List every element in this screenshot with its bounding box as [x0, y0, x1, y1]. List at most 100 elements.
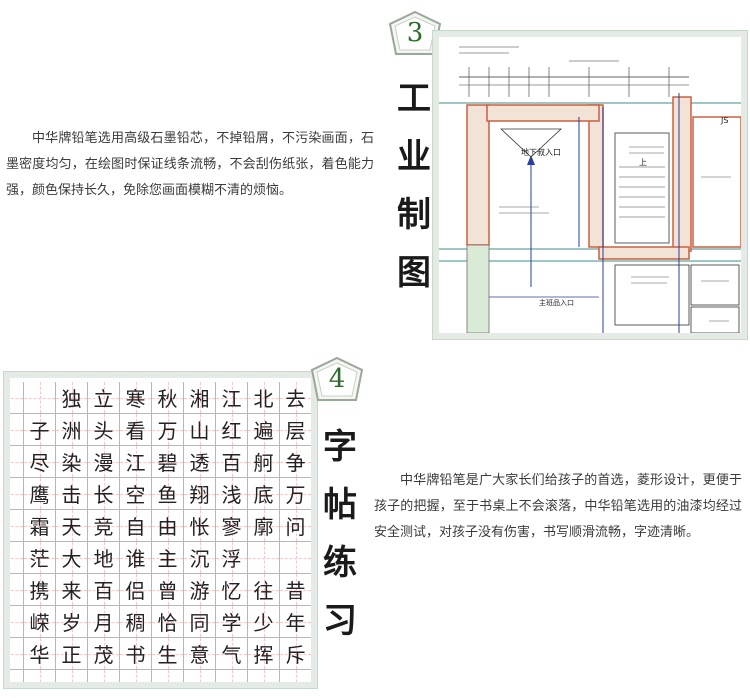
- copybook-char: 年: [285, 611, 306, 635]
- section4-title: 字 帖 练 习: [320, 418, 360, 650]
- title-char: 工: [397, 79, 431, 119]
- copybook-cell: [10, 670, 24, 682]
- copybook-cell: 茂: [88, 638, 120, 670]
- title-char: 制: [397, 195, 431, 235]
- copybook-char: 生: [157, 643, 178, 667]
- copybook-cell: 百: [216, 446, 248, 478]
- copybook-cell: 岁: [56, 606, 88, 638]
- copybook-char: 独: [61, 387, 82, 411]
- copybook-char: 湘: [189, 387, 210, 411]
- copybook-cell: 学: [216, 606, 248, 638]
- copybook-cell: 看: [120, 414, 152, 446]
- copybook-char: 北: [253, 387, 274, 411]
- copybook-char: 大: [61, 547, 82, 571]
- copybook-cell: 嵘: [24, 606, 56, 638]
- copybook-char: 竞: [93, 515, 114, 539]
- copybook-cell: 气: [216, 638, 248, 670]
- copybook-char: 沉: [189, 547, 210, 571]
- copybook-cell: 鹰: [24, 478, 56, 510]
- copybook-char: 华: [29, 643, 50, 667]
- copybook-char: 昔: [285, 579, 306, 603]
- copybook-char: 意: [189, 643, 210, 667]
- copybook-char: 来: [61, 579, 82, 603]
- copybook-cell: 生: [152, 638, 184, 670]
- drawing-label: 上: [639, 158, 647, 167]
- copybook-cell: 年: [280, 606, 311, 638]
- copybook-cell: 忆: [216, 574, 248, 606]
- copybook-cell: [10, 638, 24, 670]
- copybook-char: 谁: [125, 547, 146, 571]
- copybook-char: 岁: [61, 611, 82, 635]
- copybook-char: 浅: [221, 483, 242, 507]
- engineering-drawing: 地下叔入口 JS 上 主班品入口: [439, 37, 741, 333]
- copybook-char: 书: [125, 643, 146, 667]
- copybook-cell: 廓: [248, 510, 280, 542]
- section3-description: 中华牌铅笔选用高级石墨铅芯，不掉铅屑，不污染画面，石墨密度均匀，在绘图时保证线条…: [6, 131, 374, 198]
- copybook-char: 洲: [61, 419, 82, 443]
- copybook-cell: [10, 606, 24, 638]
- copybook-char: 问: [285, 515, 306, 539]
- copybook-cell: 挥: [248, 638, 280, 670]
- copybook-cell: 霜: [24, 510, 56, 542]
- copybook-char: 学: [221, 611, 242, 635]
- copybook-cell: 谁: [120, 542, 152, 574]
- copybook-char: 长: [93, 483, 114, 507]
- copybook-cell: [10, 574, 24, 606]
- drawing-label: JS: [720, 116, 728, 125]
- copybook-cell: 主: [152, 542, 184, 574]
- copybook-cell: 寒: [120, 382, 152, 414]
- copybook-char: 游: [189, 579, 210, 603]
- step-badge-3: 3: [388, 10, 442, 56]
- copybook-char: 怅: [189, 515, 210, 539]
- copybook-cell: 少: [248, 606, 280, 638]
- copybook-cell: 自: [120, 510, 152, 542]
- copybook-frame: 独立寒秋湘江北去子洲头看万山红遍层尽染漫江碧透百舸争鹰击长空鱼翔浅底万霜天竞自由…: [3, 371, 318, 689]
- copybook-cell: 沉: [184, 542, 216, 574]
- copybook-cell: 鱼: [152, 478, 184, 510]
- copybook-cell: 恰: [152, 606, 184, 638]
- copybook-char: 寥: [221, 515, 242, 539]
- copybook-cell: [88, 670, 120, 682]
- title-char: 字: [323, 427, 357, 467]
- copybook-cell: 独: [56, 382, 88, 414]
- badge-number: 3: [406, 18, 424, 48]
- copybook-char: 由: [157, 515, 178, 539]
- copybook-grid: 独立寒秋湘江北去子洲头看万山红遍层尽染漫江碧透百舸争鹰击长空鱼翔浅底万霜天竞自由…: [10, 382, 311, 682]
- copybook-char: 寒: [125, 387, 146, 411]
- copybook-cell: 透: [184, 446, 216, 478]
- copybook-cell: 碧: [152, 446, 184, 478]
- copybook-char: 稠: [125, 611, 146, 635]
- copybook-cell: 舸: [248, 446, 280, 478]
- copybook-char: 江: [221, 387, 242, 411]
- title-char: 图: [397, 253, 431, 293]
- copybook-cell: 曾: [152, 574, 184, 606]
- copybook-char: 底: [253, 483, 274, 507]
- copybook-char: 红: [221, 419, 242, 443]
- copybook-cell: [248, 542, 280, 574]
- engineering-drawing-frame: 地下叔入口 JS 上 主班品入口: [432, 30, 748, 340]
- copybook-char: 往: [253, 579, 274, 603]
- title-char: 帖: [323, 485, 357, 525]
- copybook-cell: 携: [24, 574, 56, 606]
- copybook-cell: 问: [280, 510, 311, 542]
- copybook-cell: 竞: [88, 510, 120, 542]
- copybook-cell: [10, 478, 24, 510]
- copybook-char: 山: [189, 419, 210, 443]
- copybook-cell: 江: [216, 382, 248, 414]
- copybook-char: 万: [157, 419, 178, 443]
- copybook-cell: 浮: [216, 542, 248, 574]
- copybook-cell: 层: [280, 414, 311, 446]
- copybook-cell: 遍: [248, 414, 280, 446]
- copybook-char: 霜: [29, 515, 50, 539]
- copybook-cell: 北: [248, 382, 280, 414]
- copybook-cell: [184, 670, 216, 682]
- copybook-cell: 尽: [24, 446, 56, 478]
- copybook-char: 舸: [253, 451, 274, 475]
- copybook-cell: 同: [184, 606, 216, 638]
- copybook-char: 百: [93, 579, 114, 603]
- copybook-char: 忆: [221, 579, 242, 603]
- copybook-char: 去: [285, 387, 306, 411]
- badge-shape-icon: [388, 10, 442, 55]
- copybook-cell: 染: [56, 446, 88, 478]
- copybook-char: 漫: [93, 451, 114, 475]
